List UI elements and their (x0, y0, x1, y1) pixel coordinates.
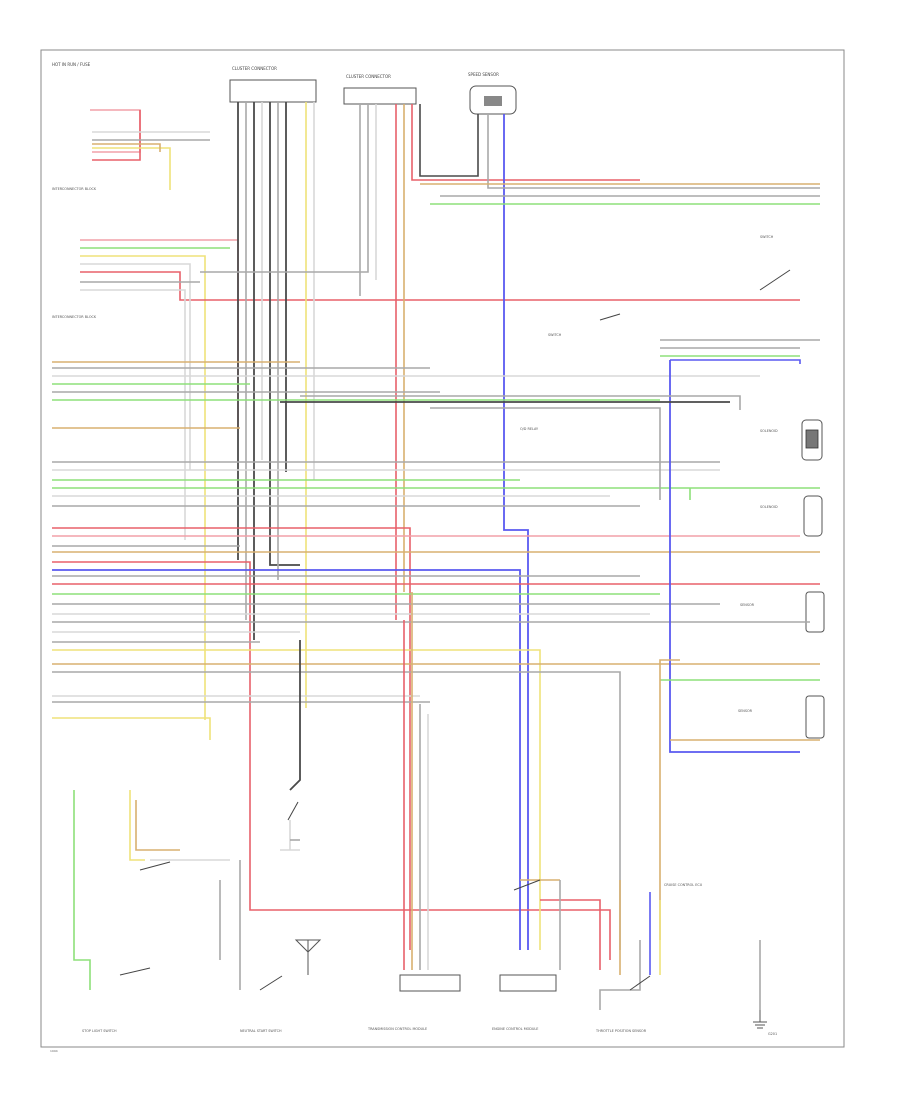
components (229, 79, 825, 1029)
label-tcm: TRANSMISSION CONTROL MODULE (367, 1027, 427, 1031)
wire-yellow-85 (129, 790, 145, 861)
switch-arm-6 (629, 975, 651, 991)
wire-gray-99 (599, 940, 641, 1010)
cluster-connector-1 (229, 79, 317, 103)
label-solenoid-1: SOLENOID (760, 429, 778, 433)
switch-arm-1 (759, 269, 791, 291)
wire-blue-30 (503, 114, 529, 950)
wire-black-18 (269, 102, 300, 566)
wire-black-80 (289, 640, 301, 791)
label-sensor-1: SENSOR (740, 603, 755, 607)
label-relay-1: O/D RELAY (520, 427, 539, 431)
diagram-frame (40, 49, 845, 1048)
label-solenoid-2: SOLENOID (760, 505, 778, 509)
wire-red-48 (52, 527, 411, 950)
ground-symbol (753, 1010, 767, 1029)
wire-gray-31 (487, 114, 820, 189)
solenoid-1-core (805, 429, 819, 449)
switch-arm-2 (599, 313, 621, 321)
text-labels: HOT IN RUN / FUSE CLUSTER CONNECTOR CLUS… (50, 62, 778, 1053)
ecm-connector (499, 974, 557, 992)
wire-gray-73 (300, 395, 741, 410)
antenna-symbol (294, 939, 322, 975)
wire-green-84 (73, 790, 91, 990)
wire-red-2 (92, 110, 141, 161)
switch-arm-7 (139, 861, 171, 871)
label-sensor-2: SENSOR (738, 709, 753, 713)
label-ecm: ENGINE CONTROL MODULE (492, 1027, 538, 1031)
wire-white-11 (80, 263, 191, 470)
label-block-1: INTERCONNECTOR BLOCK (52, 187, 97, 191)
wire-black-29 (419, 104, 479, 177)
label-switch-1: SWITCH (760, 235, 774, 239)
wire-blue-53 (52, 569, 521, 950)
tcm-connector (399, 974, 461, 992)
label-tps: THROTTLE POSITION SENSOR (595, 1029, 647, 1033)
wire-blue-71 (670, 359, 801, 364)
label-neutral-switch: NEUTRAL START SWITCH (240, 1029, 282, 1033)
label-ground: G201 (768, 1032, 777, 1036)
label-brake-switch: STOP LIGHT SWITCH (82, 1029, 117, 1033)
switch-arm-8 (513, 879, 541, 891)
wire-yellow-9 (80, 255, 206, 720)
switch-arm-4 (119, 967, 151, 976)
wire-tan-78 (659, 659, 680, 940)
wire-red-28 (411, 104, 640, 181)
speed-sensor-inner (484, 96, 502, 106)
wire-red-52 (52, 561, 611, 960)
wire-white-13 (80, 289, 186, 540)
label-switch-2: SWITCH (548, 333, 562, 337)
wire-red-10 (80, 271, 800, 301)
label-speed-sensor: SPEED SENSOR (468, 72, 499, 77)
sensor-1-body (805, 591, 825, 633)
wire-tan-86 (135, 800, 180, 851)
wire-yellow-62 (52, 649, 541, 950)
wire-gray-75 (430, 407, 661, 500)
wire-blue-72 (669, 360, 800, 753)
label-cluster-connector-2: CLUSTER CONNECTOR (346, 74, 391, 79)
label-cluster-connector-1: CLUSTER CONNECTOR (232, 66, 277, 71)
wire-yellow-67 (52, 717, 211, 740)
wire-layer (52, 102, 820, 1010)
wire-yellow-3 (92, 147, 171, 190)
label-cruise-ecu: CRUISE CONTROL ECU (664, 883, 703, 887)
wire-gray-64 (52, 671, 621, 950)
solenoid-2-body (803, 495, 823, 537)
switch-arm-5 (259, 975, 283, 991)
sensor-2-body (805, 695, 825, 739)
wire-gray-24 (200, 104, 369, 273)
label-top-left-fuse: HOT IN RUN / FUSE (52, 62, 91, 67)
label-block-2: INTERCONNECTOR BLOCK (52, 315, 97, 319)
wire-tan-6 (92, 143, 161, 152)
solenoid-1-body (801, 419, 823, 461)
cluster-connector-2 (343, 87, 417, 105)
switch-symbols (119, 269, 791, 991)
speed-sensor-box (469, 85, 517, 115)
corner-tag: 1994 (50, 1049, 58, 1053)
switch-arm-3 (287, 801, 299, 821)
